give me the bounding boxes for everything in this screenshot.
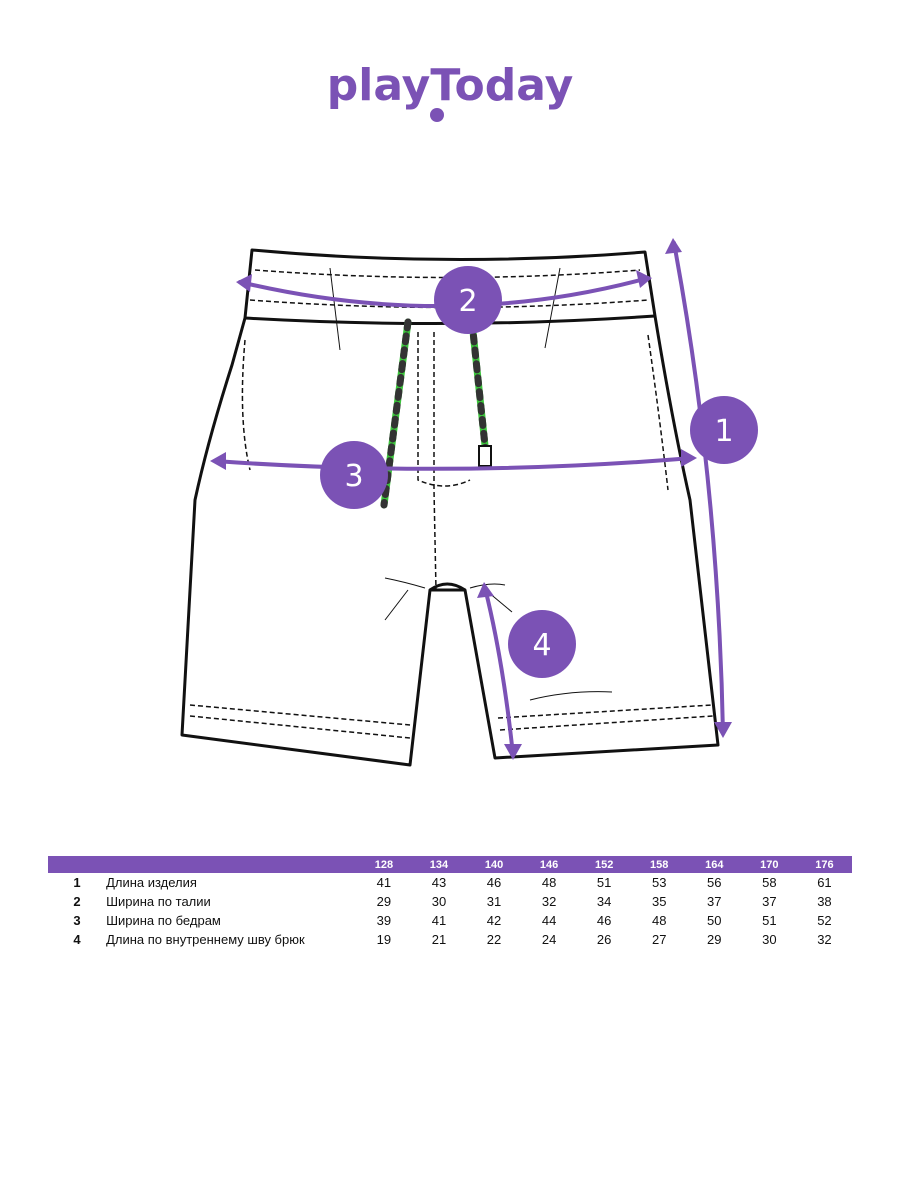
table-cell: 22 bbox=[486, 932, 502, 947]
size-header: 134 bbox=[411, 856, 467, 873]
header-blank bbox=[48, 856, 107, 873]
table-cell: 44 bbox=[541, 913, 557, 928]
table-cell: 26 bbox=[596, 932, 612, 947]
table-cell: 42 bbox=[486, 913, 502, 928]
drawstring-tip bbox=[478, 445, 492, 467]
table-row: 2 Ширина по талии 29 30 31 32 34 35 37 3… bbox=[48, 892, 852, 911]
shorts-diagram: 2 1 3 4 bbox=[180, 238, 758, 767]
table-cell: 51 bbox=[596, 875, 612, 890]
table-cell: 29 bbox=[707, 932, 722, 947]
table-cell: 50 bbox=[707, 913, 722, 928]
measurement-arrows bbox=[213, 241, 725, 757]
svg-text:2: 2 bbox=[458, 284, 477, 319]
table-cell: 53 bbox=[651, 875, 667, 890]
table-cell: 34 bbox=[596, 894, 612, 909]
table-row: 3 Ширина по бедрам 39 41 42 44 46 48 50 … bbox=[48, 911, 852, 930]
size-header: 158 bbox=[631, 856, 687, 873]
marker-2: 2 bbox=[434, 266, 502, 334]
table-cell: 39 bbox=[376, 913, 392, 928]
svg-text:1: 1 bbox=[714, 414, 733, 449]
table-cell: 61 bbox=[817, 875, 832, 890]
size-table: 128 134 140 146 152 158 164 170 176 1 Дл… bbox=[48, 856, 852, 949]
table-cell: 21 bbox=[431, 932, 447, 947]
table-cell: 32 bbox=[817, 932, 832, 947]
logo-dot bbox=[430, 108, 444, 122]
shorts-outline bbox=[180, 248, 720, 767]
table-cell: 48 bbox=[541, 875, 557, 890]
svg-text:3: 3 bbox=[344, 459, 363, 494]
table-cell: 41 bbox=[431, 913, 447, 928]
table-cell: 56 bbox=[707, 875, 722, 890]
table-cell: 52 bbox=[817, 913, 832, 928]
table-cell: 37 bbox=[707, 894, 722, 909]
table-cell: 32 bbox=[541, 894, 557, 909]
brand-logo: playToday bbox=[327, 60, 574, 122]
table-cell: 37 bbox=[762, 894, 777, 909]
marker-1: 1 bbox=[690, 396, 758, 464]
table-cell: 30 bbox=[762, 932, 777, 947]
table-cell: 38 bbox=[817, 894, 832, 909]
table-cell: 19 bbox=[376, 932, 392, 947]
shorts-stitching bbox=[189, 269, 714, 739]
size-header: 176 bbox=[796, 856, 852, 873]
size-header: 146 bbox=[521, 856, 577, 873]
table-cell: 58 bbox=[762, 875, 777, 890]
table-cell: 35 bbox=[651, 894, 667, 909]
size-header: 152 bbox=[576, 856, 632, 873]
row-label: Ширина по бедрам bbox=[106, 913, 221, 928]
table-cell: 41 bbox=[376, 875, 392, 890]
marker-3: 3 bbox=[320, 441, 388, 509]
row-label: Длина изделия bbox=[106, 875, 197, 890]
header-blank bbox=[106, 856, 357, 873]
marker-4: 4 bbox=[508, 610, 576, 678]
brand-name: playToday bbox=[327, 60, 574, 111]
size-header: 140 bbox=[466, 856, 522, 873]
table-cell: 51 bbox=[762, 913, 777, 928]
table-cell: 46 bbox=[486, 875, 502, 890]
table-row: 4 Длина по внутреннему шву брюк 19 21 22… bbox=[48, 930, 852, 949]
table-cell: 48 bbox=[651, 913, 667, 928]
size-header: 170 bbox=[741, 856, 797, 873]
table-cell: 31 bbox=[486, 894, 502, 909]
arrow-heads bbox=[210, 238, 732, 760]
table-cell: 46 bbox=[596, 913, 612, 928]
row-label: Ширина по талии bbox=[106, 894, 211, 909]
size-header-row: 128 134 140 146 152 158 164 170 176 bbox=[48, 856, 852, 873]
table-cell: 29 bbox=[376, 894, 392, 909]
row-number: 1 bbox=[73, 875, 81, 890]
table-cell: 43 bbox=[431, 875, 447, 890]
table-cell: 27 bbox=[651, 932, 667, 947]
size-header: 128 bbox=[356, 856, 412, 873]
size-header: 164 bbox=[686, 856, 742, 873]
table-row: 1 Длина изделия 41 43 46 48 51 53 56 58 … bbox=[48, 873, 852, 892]
row-number: 4 bbox=[73, 932, 81, 947]
row-label: Длина по внутреннему шву брюк bbox=[106, 932, 305, 947]
table-cell: 30 bbox=[431, 894, 447, 909]
table-cell: 24 bbox=[541, 932, 557, 947]
row-number: 2 bbox=[73, 894, 81, 909]
drawstring bbox=[380, 318, 490, 509]
svg-text:4: 4 bbox=[532, 628, 551, 663]
row-number: 3 bbox=[73, 913, 81, 928]
